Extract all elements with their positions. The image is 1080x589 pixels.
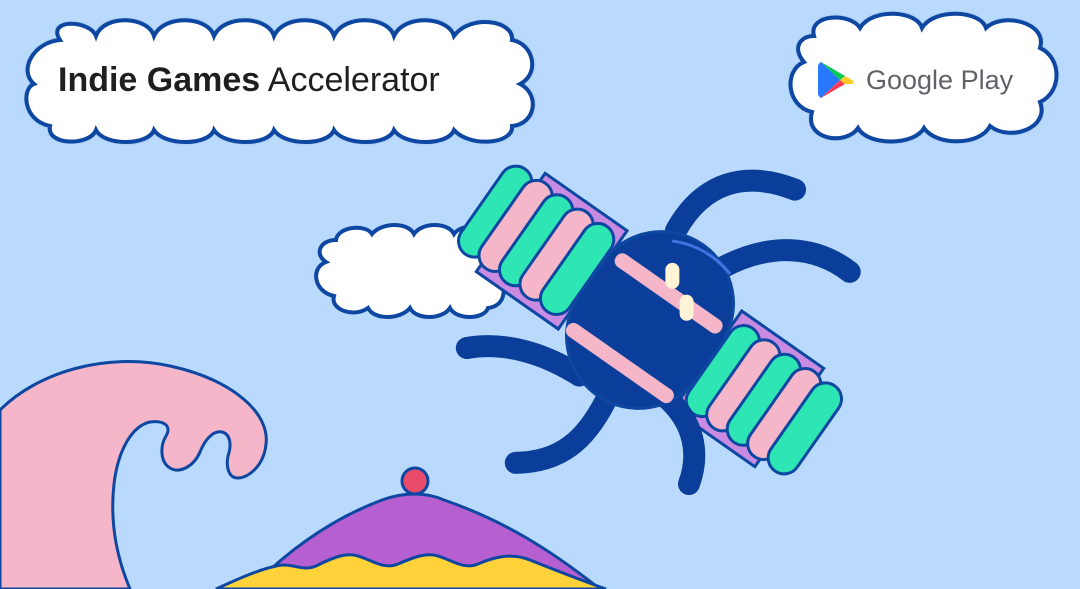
google-play-icon [818, 62, 854, 98]
yellow-hill-layer [215, 553, 607, 589]
head-highlight [671, 239, 731, 275]
upper-left-arm [664, 169, 807, 242]
left-solar-panel [457, 164, 630, 332]
lower-left-arm [455, 335, 591, 387]
character-body [565, 230, 735, 410]
google-play-badge: Google Play [818, 58, 1033, 102]
berry-topper [400, 466, 430, 496]
lower-right-arm [504, 390, 617, 474]
title-regular-text: Accelerator [267, 61, 440, 99]
purple-hill [247, 492, 603, 589]
body-stripe-top [614, 253, 723, 334]
title-bold-text: Indie Games [58, 61, 261, 99]
google-play-label: Google Play [866, 65, 1014, 95]
small-cloud [314, 223, 506, 319]
right-eye [679, 294, 694, 321]
pink-wave [0, 360, 268, 589]
side-arm [653, 385, 706, 496]
right-solar-panel [670, 308, 843, 476]
body-stripe-bottom [565, 322, 674, 404]
satellite-character [455, 164, 861, 496]
left-eye [665, 262, 680, 289]
page-title: Indie Games Accelerator [58, 60, 518, 100]
upper-right-arm [712, 239, 861, 283]
